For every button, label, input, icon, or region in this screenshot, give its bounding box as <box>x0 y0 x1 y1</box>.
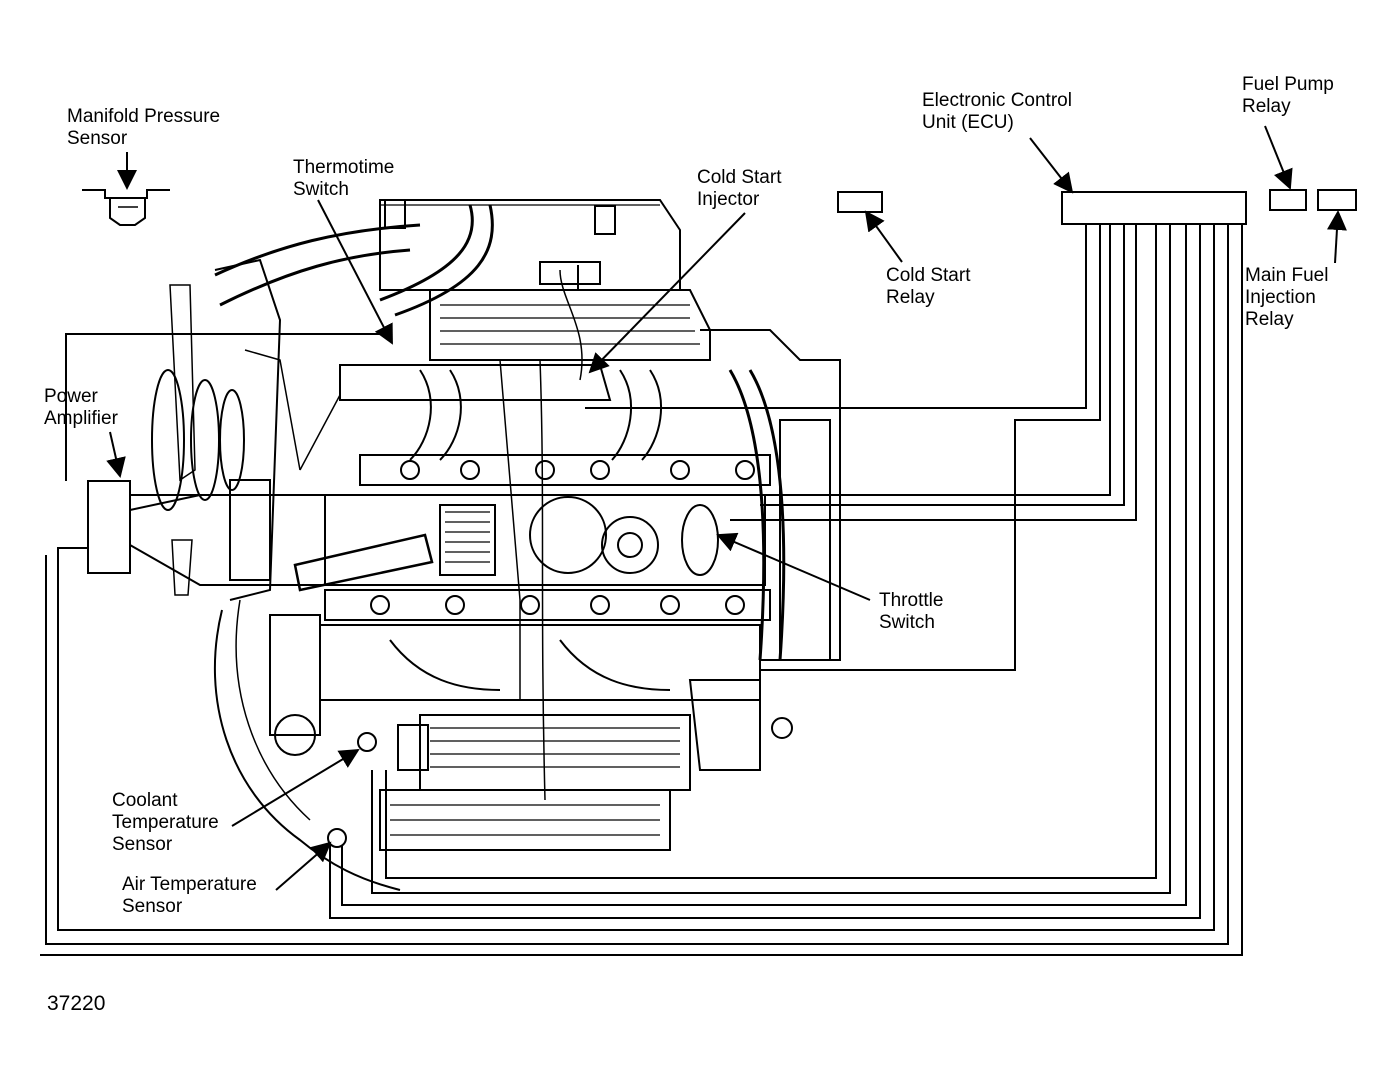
label-throttle-switch: Throttle Switch <box>879 590 944 633</box>
figure-number: 37220 <box>47 992 106 1015</box>
power-amplifier-box <box>87 480 131 574</box>
manifold-pressure-sensor-icon <box>82 189 170 226</box>
label-main-fuel-injection-relay: Main Fuel Injection Relay <box>1245 265 1329 330</box>
label-cold-start-injector: Cold Start Injector <box>697 167 782 210</box>
label-power-amplifier: Power Amplifier <box>44 386 118 429</box>
ecu-box <box>1061 191 1247 225</box>
main-fuel-injection-relay-box <box>1317 189 1357 211</box>
label-cold-start-relay: Cold Start Relay <box>886 265 971 308</box>
wiring-harness <box>40 224 1243 956</box>
cold-start-relay-box <box>837 191 883 213</box>
label-air-temperature-sensor: Air Temperature Sensor <box>122 874 257 917</box>
fuel-pump-relay-box <box>1269 189 1307 211</box>
label-manifold-pressure-sensor: Manifold Pressure Sensor <box>67 106 221 149</box>
label-fuel-pump-relay: Fuel Pump Relay <box>1242 74 1334 117</box>
label-thermotime-switch: Thermotime Switch <box>293 157 395 200</box>
leader-arrows <box>106 125 1347 891</box>
label-coolant-temperature-sensor: Coolant Temperature Sensor <box>112 790 219 855</box>
label-electronic-control-unit: Electronic Control Unit (ECU) <box>922 90 1072 133</box>
engine-illustration <box>151 199 841 891</box>
